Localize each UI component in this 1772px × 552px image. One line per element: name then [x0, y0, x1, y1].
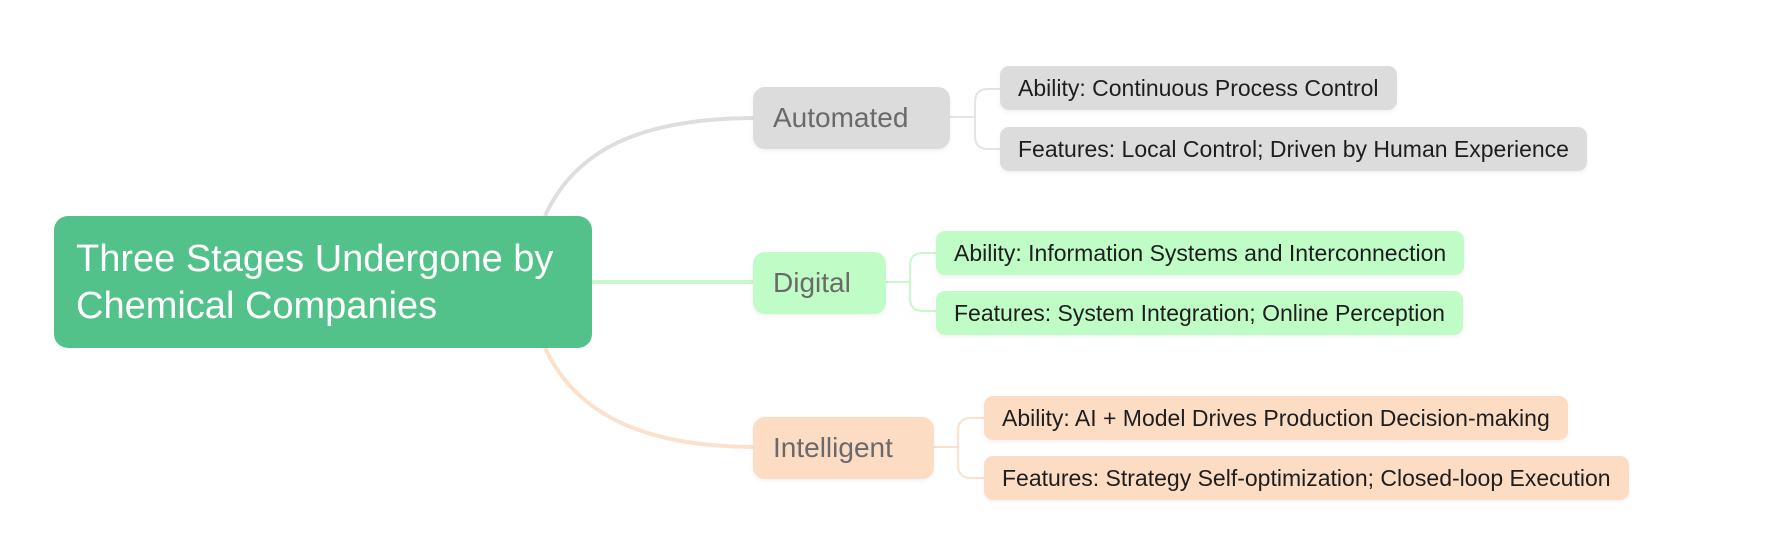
- branch-digital[interactable]: Digital: [753, 252, 886, 314]
- connector-automated-leaves: [950, 88, 1000, 150]
- connector-intelligent-leaves: [934, 417, 984, 479]
- leaf-intelligent-features-text: Features: Strategy Self-optimization; Cl…: [1002, 464, 1611, 491]
- connector-digital-leaves: [886, 252, 936, 312]
- root-title-line-1: Three Stages Undergone by: [76, 238, 554, 280]
- branch-digital-label: Digital: [773, 267, 851, 298]
- leaf-intelligent-features[interactable]: Features: Strategy Self-optimization; Cl…: [984, 456, 1629, 500]
- branch-intelligent-label: Intelligent: [773, 432, 893, 463]
- connector-root-intelligent: [543, 347, 757, 449]
- root-topic[interactable]: Three Stages Undergone by Chemical Compa…: [54, 216, 592, 348]
- branch-automated-label: Automated: [773, 102, 909, 133]
- leaf-digital-ability-text: Ability: Information Systems and Interco…: [954, 239, 1447, 266]
- leaf-intelligent-ability[interactable]: Ability: AI + Model Drives Production De…: [984, 396, 1568, 440]
- leaf-intelligent-ability-text: Ability: AI + Model Drives Production De…: [1002, 404, 1550, 431]
- leaf-automated-ability-text: Ability: Continuous Process Control: [1018, 74, 1379, 101]
- leaf-automated-features-text: Features: Local Control; Driven by Human…: [1018, 135, 1569, 162]
- root-title-line-2: Chemical Companies: [76, 285, 438, 327]
- branch-automated[interactable]: Automated: [753, 87, 950, 149]
- leaf-digital-features-text: Features: System Integration; Online Per…: [954, 299, 1445, 326]
- leaf-digital-ability[interactable]: Ability: Information Systems and Interco…: [936, 231, 1465, 275]
- leaf-digital-features[interactable]: Features: System Integration; Online Per…: [936, 291, 1463, 335]
- leaf-automated-features[interactable]: Features: Local Control; Driven by Human…: [1000, 127, 1587, 171]
- branch-intelligent[interactable]: Intelligent: [753, 417, 934, 479]
- leaf-automated-ability[interactable]: Ability: Continuous Process Control: [1000, 66, 1397, 110]
- connector-root-automated: [543, 116, 757, 217]
